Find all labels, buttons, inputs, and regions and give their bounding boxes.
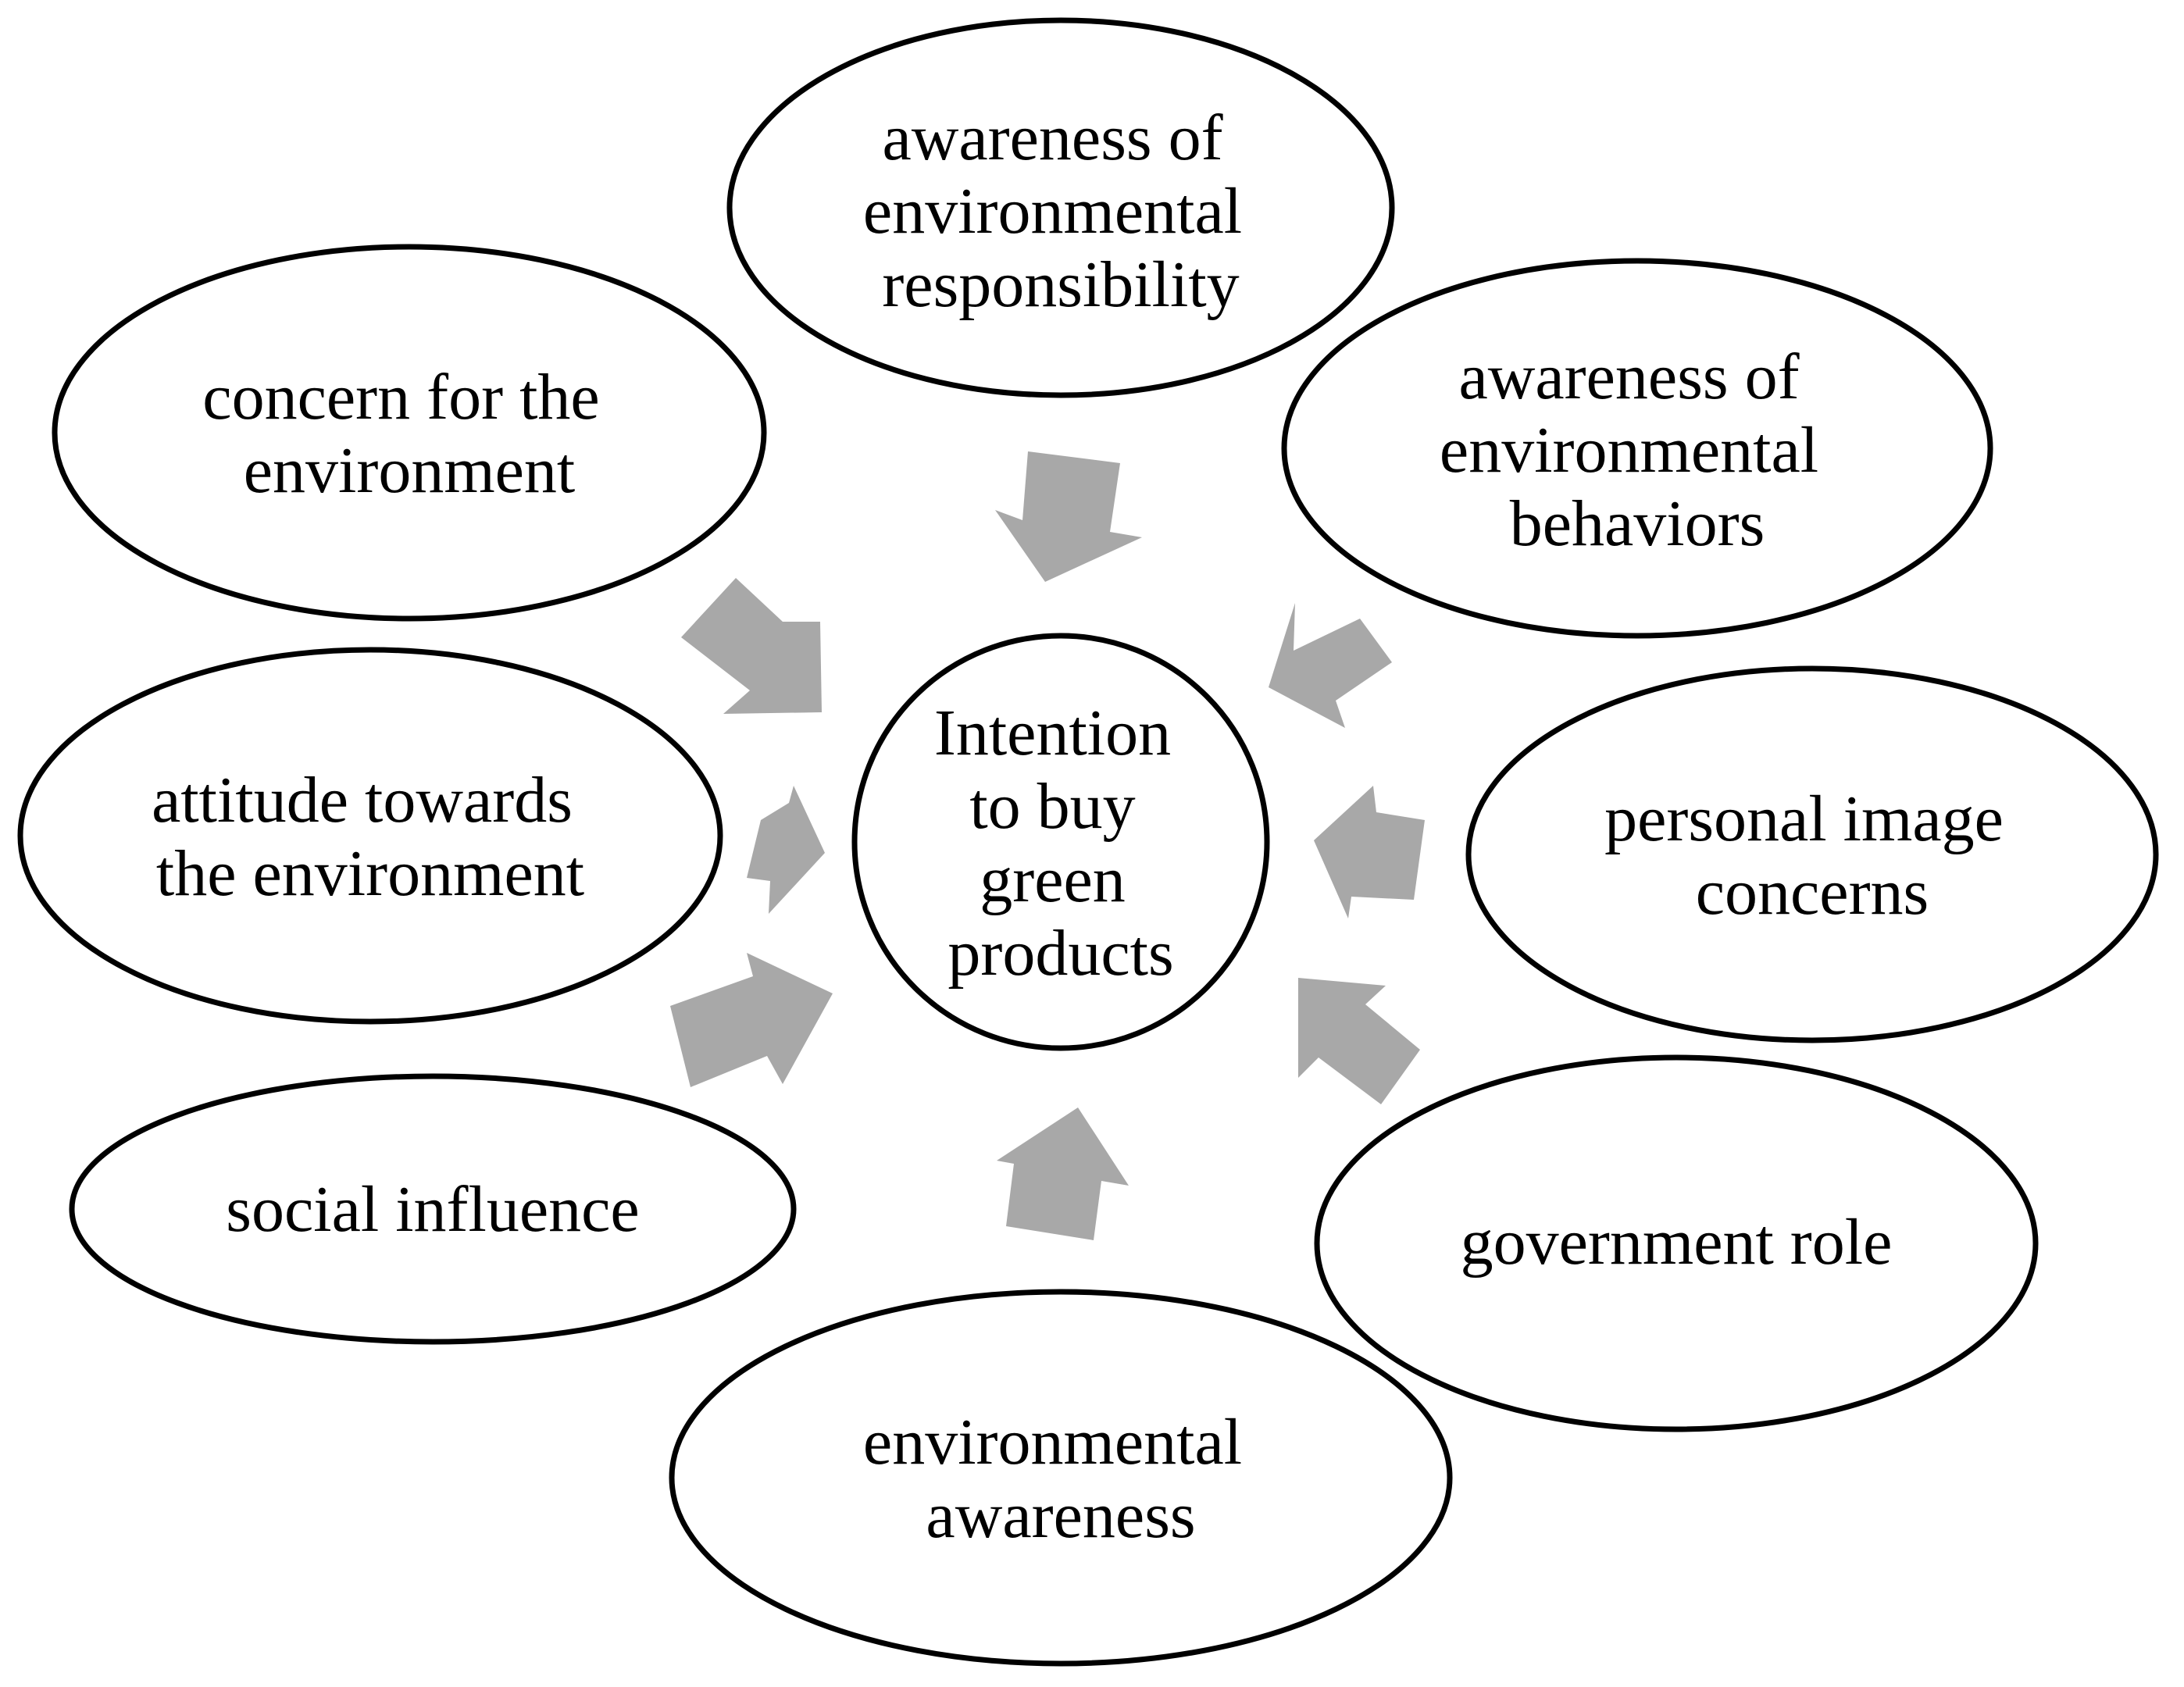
- bubble-awareness-of-environmental-behaviors: [1281, 258, 1993, 639]
- bubble-concern-for-the-environment: [52, 244, 767, 622]
- bubble-awareness-of-environmental-responsibility: [726, 17, 1395, 398]
- label-line: personal image: [1604, 783, 2004, 855]
- label-line: government role: [1461, 1206, 1893, 1279]
- label-government-role: government role: [1461, 1206, 1893, 1279]
- label-line: awareness of: [1458, 341, 1799, 413]
- label-attitude-towards-the-environment: attitude towards the environment: [152, 764, 589, 910]
- arrow-from-personal-image-concerns: [1314, 786, 1425, 918]
- label-line: behaviors: [1510, 487, 1765, 560]
- arrow-from-attitude-towards-the-environment: [747, 786, 825, 914]
- label-line: Intention: [934, 697, 1171, 769]
- label-line: environment: [244, 434, 576, 507]
- arrow-from-awareness-of-environmental-responsibility: [995, 451, 1142, 582]
- label-line: the environment: [156, 837, 584, 910]
- label-line: environmental: [863, 1406, 1242, 1478]
- arrow-from-social-influence: [670, 953, 833, 1087]
- arrow-from-environmental-awareness: [997, 1107, 1129, 1240]
- bubble-personal-image-concerns: [1465, 665, 2159, 1043]
- label-line: responsibility: [882, 248, 1239, 321]
- label-line: concern for the: [202, 361, 599, 433]
- arrow-from-government-role: [1298, 978, 1420, 1104]
- label-line: products: [947, 917, 1173, 990]
- label-line: social influence: [226, 1173, 639, 1246]
- label-concern-for-the-environment: concern for the environment: [202, 361, 616, 507]
- label-environmental-awareness: environmental awareness: [863, 1406, 1258, 1552]
- label-line: green: [980, 844, 1126, 916]
- bubble-social-influence: [69, 1073, 797, 1345]
- bubble-government-role: [1314, 1054, 2039, 1432]
- label-awareness-of-environmental-responsibility: awareness of environmental responsibilit…: [863, 102, 1258, 321]
- bubble-environmental-awareness: [669, 1289, 1453, 1667]
- bubble-center-intention: [851, 633, 1270, 1051]
- label-line: attitude towards: [152, 764, 573, 836]
- label-center-intention: Intention to buy green products: [934, 697, 1187, 990]
- label-personal-image-concerns: personal image concerns: [1604, 783, 2020, 929]
- arrow-group: [670, 451, 1425, 1240]
- label-line: awareness: [926, 1479, 1195, 1552]
- label-line: environmental: [1440, 414, 1818, 487]
- arrow-from-awareness-of-environmental-behaviors: [1269, 603, 1392, 728]
- label-social-influence: social influence: [226, 1173, 639, 1246]
- label-line: environmental: [863, 175, 1242, 248]
- bubble-attitude-towards-the-environment: [17, 647, 723, 1025]
- arrow-from-concern-for-the-environment: [681, 578, 822, 714]
- label-line: concerns: [1696, 856, 1929, 929]
- bubble-group: [17, 17, 2159, 1667]
- label-line: to buy: [969, 770, 1135, 843]
- label-awareness-of-environmental-behaviors: awareness of environmental behaviors: [1440, 341, 1835, 560]
- label-group: awareness of environmental responsibilit…: [152, 102, 2020, 1552]
- label-line: awareness of: [882, 102, 1222, 174]
